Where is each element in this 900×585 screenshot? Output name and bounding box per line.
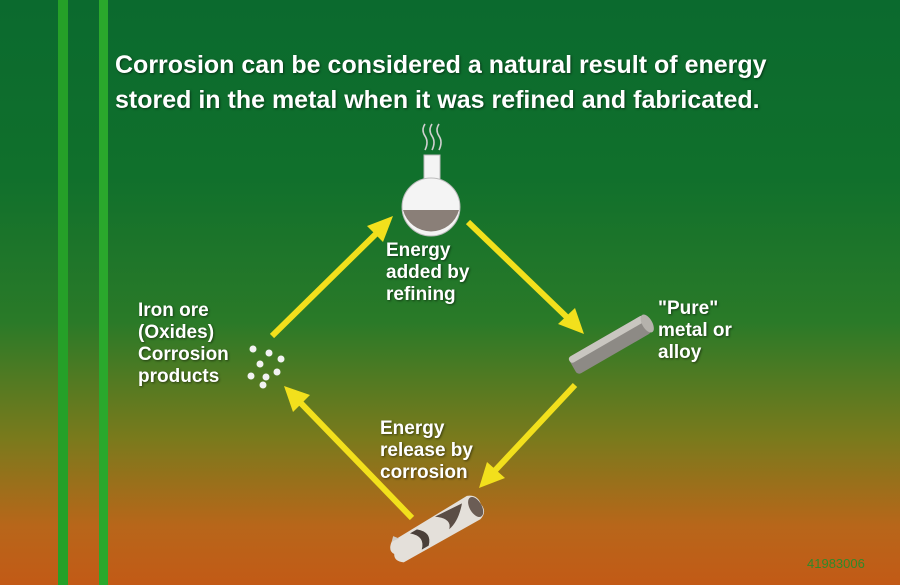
label-energy-added: Energy added by refining	[386, 240, 469, 306]
label-energy-release-line: corrosion	[380, 462, 468, 483]
flask-icon	[401, 123, 461, 237]
metal-bar-icon	[568, 314, 654, 374]
label-iron-ore: Iron ore (Oxides) Corrosion products	[138, 300, 229, 388]
cycle-arrow-up-left-lower	[284, 386, 415, 521]
slide-code: 41983006	[807, 556, 865, 571]
slide-title: Corrosion can be considered a natural re…	[115, 51, 767, 114]
label-pure-metal-line: metal or	[658, 320, 732, 341]
label-energy-added-line: Energy	[386, 240, 451, 261]
label-energy-release-line: Energy	[380, 418, 445, 439]
label-iron-ore-line: products	[138, 366, 220, 387]
label-energy-added-line: added by	[386, 262, 470, 283]
cycle-arrow-up-left	[269, 216, 393, 339]
label-energy-added-line: refining	[386, 284, 456, 305]
green-stripe-left	[58, 0, 68, 585]
green-stripe-right	[99, 0, 108, 585]
ore-particles-icon	[247, 345, 285, 389]
label-pure-metal: "Pure" metal or alloy	[658, 298, 732, 364]
corroded-pipe-icon	[390, 495, 485, 563]
cycle-arrow-down-right	[465, 219, 584, 334]
label-pure-metal-line: "Pure"	[658, 298, 719, 319]
label-iron-ore-line: (Oxides)	[138, 322, 215, 343]
label-pure-metal-line: alloy	[658, 342, 702, 363]
label-iron-ore-line: Iron ore	[138, 300, 209, 321]
label-iron-ore-line: Corrosion	[138, 344, 229, 365]
cycle-arrow-down-left	[479, 382, 578, 488]
label-energy-release: Energy release by corrosion	[380, 418, 473, 484]
label-energy-release-line: release by	[380, 440, 473, 461]
